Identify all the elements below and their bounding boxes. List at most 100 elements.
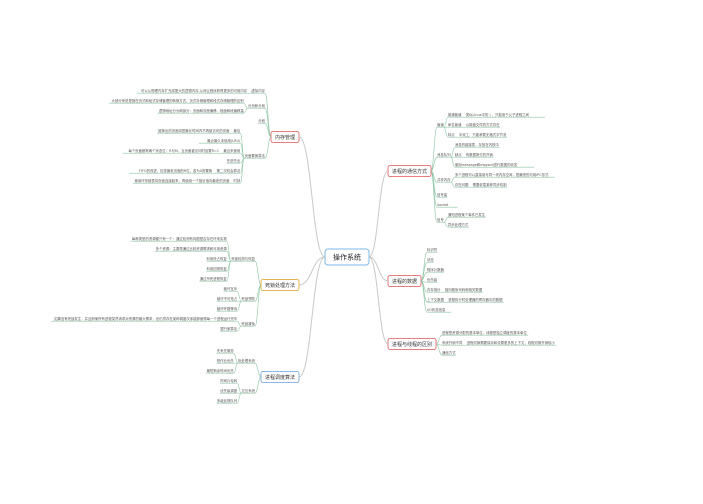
topic-node-data-66[interactable]: 进程执行时处理器的寄存器中的数据 [448,297,503,302]
topic-node-ipc-48[interactable]: 有数据拷贝的开销 [466,152,494,157]
topic-node-sched-37[interactable]: 多级反馈队列 [217,398,238,403]
topic-node-data-59[interactable]: 标识符 [427,247,438,252]
topic-node-ipc-40[interactable]: 类似Linux中的 | ，只能用于父子进程之间 [466,112,530,117]
topic-node-dead-18[interactable]: 每种类型的资源都只有一个：通过检测有向图是否存在环来实现 [132,236,228,241]
topic-node-dead-26[interactable]: 破坏环路等待 [217,306,238,311]
branch-mem[interactable]: 内存管理 [270,131,300,143]
topic-node-dead-17[interactable]: 死锁检测与恢复 [231,256,255,261]
branch-label: 死锁处理方法 [265,282,295,289]
topic-node-dead-23[interactable]: 死锁预防 [241,296,255,301]
topic-node-sched-32[interactable]: 短作业优先 [217,358,235,363]
topic-node-mem-2[interactable]: 分页和分段 [248,103,266,108]
topic-node-ipc-38[interactable]: 管道 [437,122,444,127]
topic-node-ipc-57[interactable]: 通知进程某个事件已发生 [448,212,486,217]
topic-node-mem-9[interactable]: 最近最久未使用(LRU) [207,138,241,143]
topic-node-mem-11[interactable]: 每个页面都有两个状态位：R与M，当页面被访问时设置R=1 [128,148,219,153]
topic-node-ipc-43[interactable]: 特点 [448,132,455,137]
topic-node-dead-20[interactable]: 利用抢占恢复 [206,256,227,261]
branch-connector [368,256,389,282]
topic-node-mem-10[interactable]: 最近未使用 [223,148,240,153]
connector-line [226,260,232,282]
topic-node-mem-16[interactable]: 使用环形链表将页面连接起来，再使用一个指针指向最老的页面 [134,178,230,183]
connector-line [237,300,242,312]
topic-node-ipc-49[interactable]: 使用message和msgsnd进行数据的收发 [455,162,518,167]
topic-node-sched-30[interactable]: 批处理系统 [238,358,256,363]
topic-node-dead-21[interactable]: 利用回滚恢复 [206,266,227,271]
topic-node-data-67[interactable]: I/O状态信息 [427,307,446,312]
topic-node-dead-27[interactable]: 死锁避免 [241,321,255,326]
topic-node-pt-69[interactable]: 系统开销不同 [442,340,463,345]
topic-node-ipc-47[interactable]: 缺点 [455,152,462,157]
connector-line [254,284,262,327]
topic-node-sched-34[interactable]: 交互系统 [241,388,255,393]
connector-line [254,260,262,286]
branch-ipc[interactable]: 进程的通信方式 [387,165,432,177]
branch-connector [368,170,389,258]
topic-node-ipc-44[interactable]: 半双工，只能承载无格式字节流 [459,132,507,137]
connector-line [233,362,238,374]
topic-node-data-62[interactable]: 优先级 [427,277,438,282]
root-label: 操作系统 [333,253,361,262]
topic-node-dead-19[interactable]: 多个资源：主要是通过比较资源需求和可用资源 [156,246,228,251]
branch-label: 进程的数据 [392,278,417,285]
topic-node-sched-36[interactable]: 优先级调度 [220,388,238,393]
topic-node-dead-25[interactable]: 破坏不可抢占 [217,296,238,301]
topic-node-mem-13[interactable]: 第二次机会算法 [217,168,241,173]
topic-node-mem-4[interactable]: 逻辑地址分为两部分：页面和页面偏移，段面和段偏移量 [159,108,244,113]
topic-node-ipc-46[interactable]: 消息的链接表，存放在内核中 [455,142,500,147]
topic-node-ipc-56[interactable]: 信号 [437,217,444,222]
connector-line [226,240,232,262]
branch-dead[interactable]: 死锁处理方法 [260,279,300,291]
branch-pt[interactable]: 进程与线程的区别 [387,338,437,350]
topic-node-mem-0[interactable]: 虚拟内存 [251,88,265,93]
branch-sched[interactable]: 进程调度算法 [260,371,300,383]
branch-label: 进程的通信方式 [392,168,427,175]
branch-connector [368,256,389,345]
connector-line [243,107,248,114]
topic-node-data-61[interactable]: 程序计数器 [427,267,445,272]
topic-node-sched-35[interactable]: 时间片轮转 [220,378,238,383]
topic-node-data-63[interactable]: 内存指针 [427,287,441,292]
topic-node-mem-1[interactable]: 可以从物理内存扩充成更大的逻辑内存,从而让程序获得更多的可用内存 [141,88,248,93]
topic-node-mem-7[interactable]: 最佳 [234,128,241,133]
topic-node-pt-70[interactable]: 进程切换需要保存和设置更多的上下文，线程切换开销较小 [467,340,556,345]
root-node[interactable]: 操作系统 [324,248,370,266]
topic-node-sched-31[interactable]: 先来先服务 [217,348,235,353]
topic-node-ipc-52[interactable]: 存在问题 [455,182,469,187]
topic-node-ipc-54[interactable]: 信号量 [437,192,448,197]
topic-node-ipc-42[interactable]: 以磁盘文件的方式存在 [466,122,501,127]
topic-node-dead-29[interactable]: 银行家算法 [220,326,238,331]
branch-label: 进程调度算法 [265,374,295,381]
topic-node-data-60[interactable]: 状态 [427,257,434,262]
topic-node-ipc-45[interactable]: 消息队列 [437,152,451,157]
topic-node-sched-33[interactable]: 最短剩余时间优先 [207,368,235,373]
branch-data[interactable]: 进程的数据 [387,275,422,287]
topic-node-mem-3[interactable]: 大部分来说是指在页式和段式存储管理的转换方式，页式存储管理和段式存储管理的区别 [112,98,245,103]
topic-node-dead-24[interactable]: 破坏互斥 [224,286,238,291]
topic-node-pt-68[interactable]: 进程是资源分配的基本单位，线程是独立调度的基本单位 [442,330,527,335]
connector-line [254,362,262,378]
connector-line [443,221,449,228]
topic-node-mem-5[interactable]: 分段 [258,118,265,123]
topic-node-mem-6[interactable]: 页面置换算法 [245,153,266,158]
topic-node-ipc-55[interactable]: Socket [437,203,449,207]
topic-node-dead-22[interactable]: 通过杀死进程恢复 [200,276,228,281]
topic-node-dead-28[interactable]: 如果没有死锁发生，并且即使所有进程突然请求对资源的最大需求，也仍然存在某种调度次… [54,316,238,321]
topic-node-mem-8[interactable]: 被换出的页面将是最长时间内不再被访问的页面 [158,128,230,133]
topic-node-mem-12[interactable]: 先进先出 [227,158,241,163]
topic-node-ipc-50[interactable]: 共享内存 [437,177,451,182]
connector-line [450,176,455,183]
topic-node-ipc-53[interactable]: 需要依靠某种同步机制 [473,182,508,187]
topic-node-ipc-41[interactable]: 命名管道 [448,122,462,127]
topic-node-ipc-51[interactable]: 多个进程可以直接读写同一块内存空间，是最快的可用IPC形式 [455,172,549,177]
branch-connector [298,136,326,258]
topic-node-ipc-58[interactable]: 异步处理方式 [448,222,469,227]
connector-line [430,170,438,223]
topic-node-mem-14[interactable]: FIFO的改进，检查最老页面的R位，若为0则置换 [139,168,213,173]
topic-node-mem-15[interactable]: 时钟 [234,178,241,183]
topic-node-ipc-39[interactable]: 普通管道 [448,112,462,117]
topic-node-data-64[interactable]: 指向程序代码和相关数据 [445,287,483,292]
topic-node-pt-71[interactable]: 通信方式 [442,350,456,355]
branch-connector [298,256,326,286]
topic-node-data-65[interactable]: 上下文数据 [427,297,445,302]
